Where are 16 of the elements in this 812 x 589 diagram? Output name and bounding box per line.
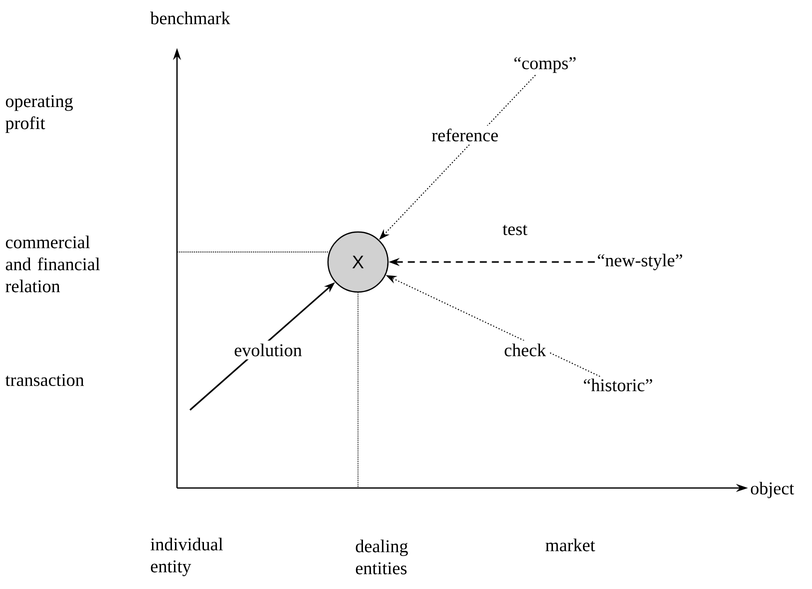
edge-label: test xyxy=(500,222,530,238)
axis-label: object xyxy=(750,482,794,498)
axis-label: benchmark xyxy=(150,12,230,24)
source-text: “comps” xyxy=(514,57,576,73)
axis-label: dealing entities xyxy=(356,540,408,574)
axis-label: individual entity xyxy=(150,538,223,576)
edge-label: evolution xyxy=(231,340,305,360)
edge-label: reference xyxy=(428,126,502,144)
circle-node: X xyxy=(327,231,389,293)
axis-label: market xyxy=(546,538,596,552)
axis-label: commercial and financial relation xyxy=(6,236,100,292)
edge-label: check xyxy=(501,340,549,360)
source-text: “historic” xyxy=(584,378,652,392)
axis-label: operating profit xyxy=(6,95,73,133)
axis-label: transaction xyxy=(5,374,84,386)
source-text: “new-style” xyxy=(598,254,682,270)
